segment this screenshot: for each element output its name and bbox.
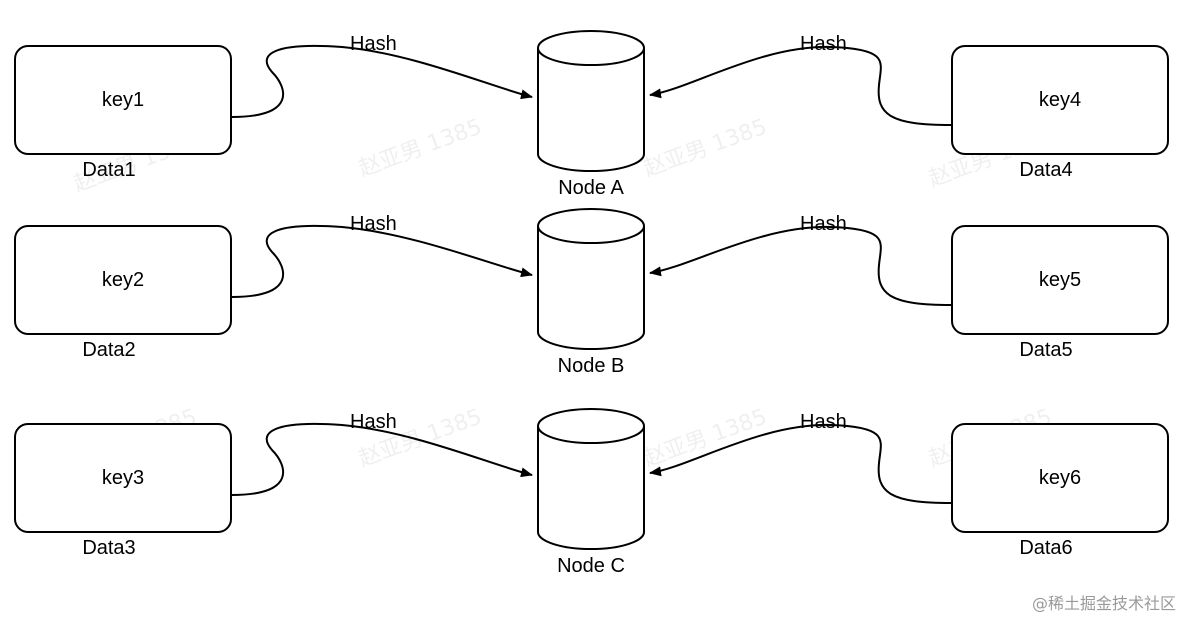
database-node-icon <box>537 408 645 550</box>
data-label-left: Data1 <box>82 159 136 181</box>
key-box-right: key4 <box>951 45 1169 155</box>
database-node-icon <box>537 30 645 172</box>
hash-label-left: Hash <box>350 213 397 235</box>
data-label-right: Data4 <box>1019 159 1073 181</box>
hash-arrow-right <box>649 45 952 126</box>
hash-arrow-right <box>649 225 952 306</box>
key-box-left: key1 <box>14 45 232 155</box>
data-label-left: Data2 <box>82 339 136 361</box>
key-box-left: key3 <box>14 423 232 533</box>
hash-label-right: Hash <box>800 213 847 235</box>
node-label: Node A <box>558 177 624 199</box>
hash-label-right: Hash <box>800 411 847 433</box>
node-label: Node B <box>557 355 625 377</box>
hash-arrow-left <box>231 224 533 298</box>
hash-arrow-left <box>231 44 533 118</box>
node-label: Node C <box>557 555 625 577</box>
hash-label-left: Hash <box>350 33 397 55</box>
data-label-right: Data6 <box>1019 537 1073 559</box>
key-box-left: key2 <box>14 225 232 335</box>
key-box-right: key5 <box>951 225 1169 335</box>
database-node-icon <box>537 208 645 350</box>
hash-arrow-left <box>231 422 533 496</box>
footer-watermark: @稀土掘金技术社区 <box>1031 594 1176 613</box>
data-label-left: Data3 <box>82 537 136 559</box>
hash-label-right: Hash <box>800 33 847 55</box>
hash-arrow-right <box>649 423 952 504</box>
data-label-right: Data5 <box>1019 339 1073 361</box>
key-box-right: key6 <box>951 423 1169 533</box>
hash-label-left: Hash <box>350 411 397 433</box>
